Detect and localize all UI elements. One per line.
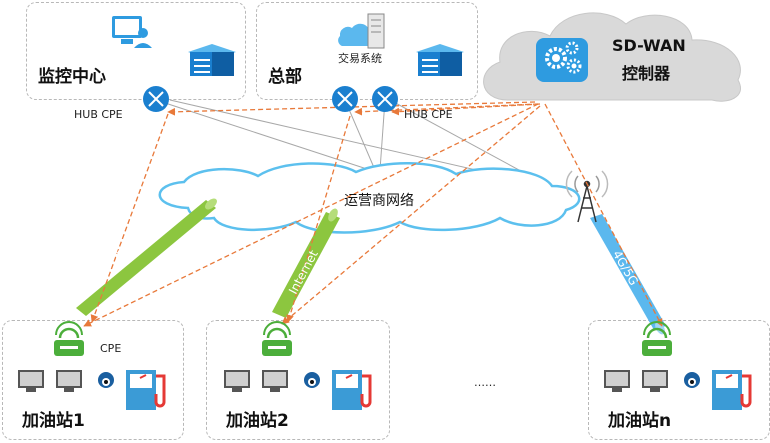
control-dashed-links	[83, 101, 663, 327]
fuel-pump-icon	[712, 370, 752, 410]
hub-links	[155, 99, 531, 181]
gear-icon	[536, 38, 588, 82]
cpe-router-icon	[54, 321, 84, 356]
monitor-center-title: 监控中心	[38, 67, 106, 87]
camera-icon	[684, 372, 700, 388]
hq-title: 总部	[268, 67, 302, 87]
computer-icon	[224, 370, 250, 392]
cpe-router-icon	[262, 321, 292, 356]
hub-cpe-router-icon	[143, 86, 169, 112]
internet-link-2	[272, 208, 340, 318]
controller-title-line2: 控制器	[622, 64, 671, 83]
trading-system-label: 交易系统	[338, 52, 382, 65]
building-icon	[416, 44, 464, 76]
computer-icon	[18, 370, 44, 392]
ellipsis-label: ……	[474, 376, 496, 389]
isp-network-cloud	[158, 162, 581, 234]
building-icon	[188, 44, 236, 76]
isp-network-label: 运营商网络	[344, 193, 414, 209]
station-1-title: 加油站1	[22, 411, 85, 431]
hub-cpe-label-right: HUB CPE	[404, 108, 453, 121]
cpe-router-icon	[642, 321, 672, 356]
cpe-label: CPE	[100, 342, 122, 355]
monitor-user-icon	[112, 16, 152, 48]
controller-title-line1: SD-WAN	[612, 36, 686, 55]
computer-icon	[642, 370, 668, 392]
controller-cloud	[483, 12, 741, 102]
station-2-title: 加油站2	[226, 411, 289, 431]
computer-icon	[604, 370, 630, 392]
computer-icon	[56, 370, 82, 392]
hub-cpe-label-left: HUB CPE	[74, 108, 123, 121]
fuel-pump-icon	[126, 370, 166, 410]
computer-icon	[262, 370, 288, 392]
internet-link-1	[76, 198, 217, 316]
fuel-pump-icon	[332, 370, 372, 410]
hub-cpe-router-icon	[332, 86, 358, 112]
camera-icon	[304, 372, 320, 388]
server-icon	[338, 13, 385, 49]
camera-icon	[98, 372, 114, 388]
station-n-title: 加油站n	[608, 411, 672, 431]
hub-cpe-router-icon	[372, 86, 398, 112]
cell-tower-icon	[565, 170, 609, 223]
